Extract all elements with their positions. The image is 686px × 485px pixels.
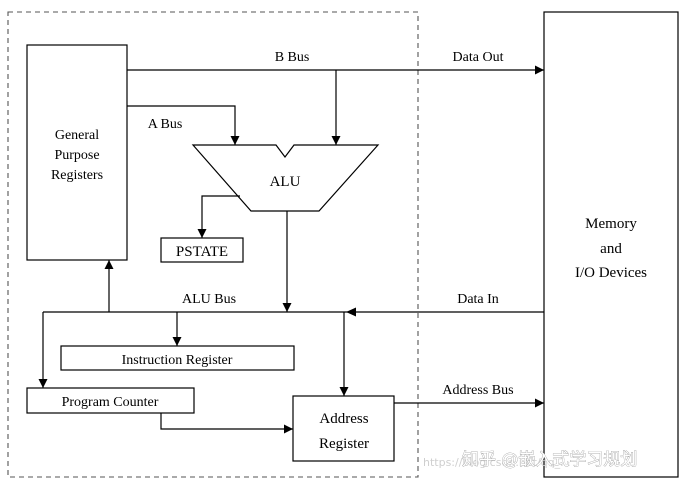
memory-label-line-3: I/O Devices <box>575 265 647 281</box>
pstate-label: PSTATE <box>176 244 228 260</box>
a-bus-wire <box>127 105 240 145</box>
program-counter-label: Program Counter <box>62 395 159 410</box>
data-in-label: Data In <box>457 292 499 307</box>
address-bus-label: Address Bus <box>442 383 513 398</box>
address-register-label-line-2: Register <box>319 436 369 452</box>
gpr-label-line-3: Registers <box>51 168 103 183</box>
memory-label-line-2: and <box>600 241 622 257</box>
alu-to-pstate-wire <box>197 195 240 238</box>
watermark-brand: 知乎 @嵌入式学习规划 <box>462 450 637 470</box>
memory-io-devices: Memory and I/O Devices <box>543 11 679 478</box>
memory-label-line-1: Memory <box>585 216 637 232</box>
pc-to-address-register-wire <box>160 413 293 434</box>
program-counter: Program Counter <box>26 387 195 414</box>
b-bus-label: B Bus <box>275 50 310 65</box>
address-register: Address Register <box>292 395 395 462</box>
pstate-register: PSTATE <box>160 237 244 263</box>
a-bus-label: A Bus <box>148 117 183 132</box>
address-register-label-line-1: Address <box>319 411 368 427</box>
data-out-label: Data Out <box>453 50 504 65</box>
alu: ALU <box>191 144 380 212</box>
alu-bus-label: ALU Bus <box>182 292 236 307</box>
gpr-label-line-2: Purpose <box>54 148 99 163</box>
gpr-label-line-1: General <box>55 128 99 143</box>
data-in-arrowhead <box>346 307 356 317</box>
instruction-register-label: Instruction Register <box>122 353 233 368</box>
cpu-boundary <box>7 11 419 478</box>
instruction-register: Instruction Register <box>60 345 295 371</box>
watermark-url: https://blog.csdn.net/qq_... <box>423 456 571 469</box>
alu-label: ALU <box>270 174 301 190</box>
general-purpose-registers: General Purpose Registers <box>26 44 128 261</box>
